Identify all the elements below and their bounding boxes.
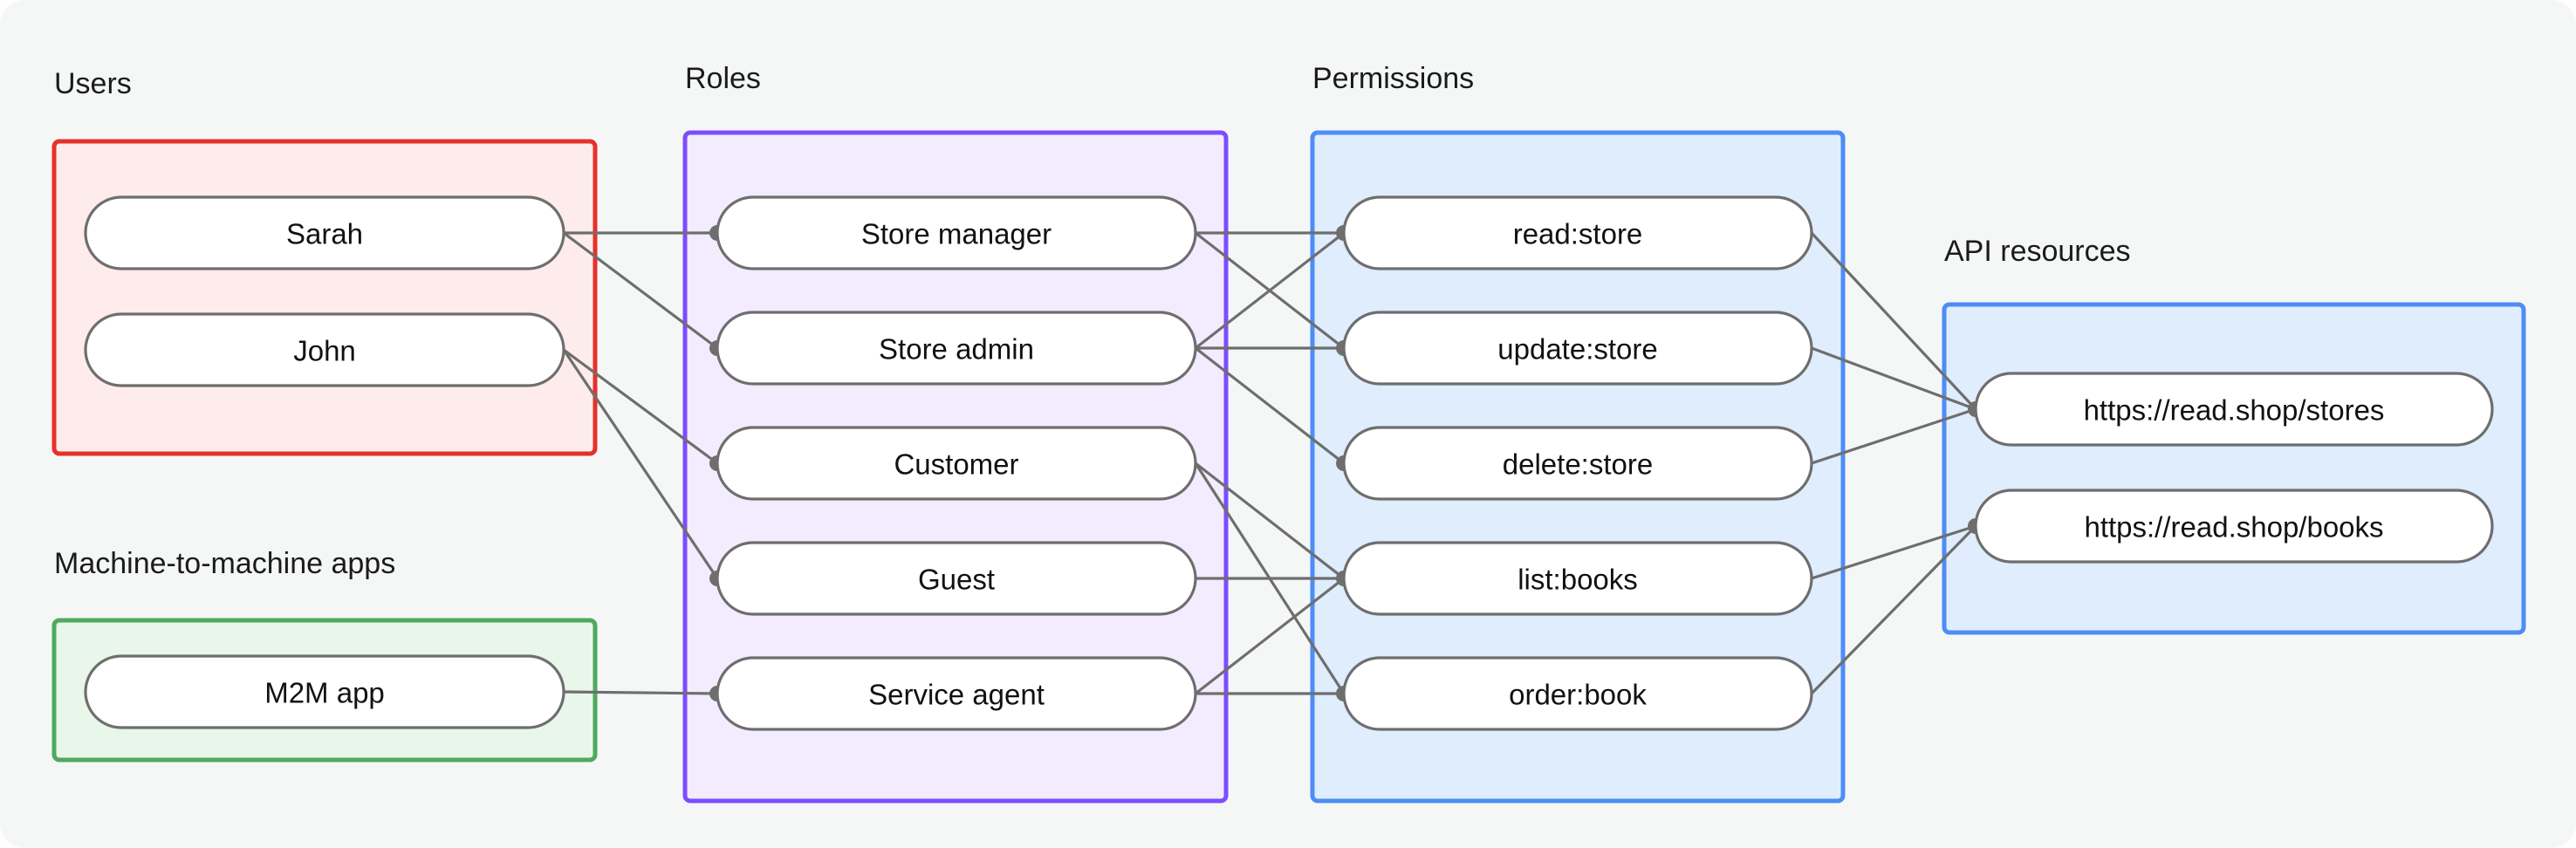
node-delete_store[interactable] — [1342, 426, 1813, 501]
edge-customer-to-list_books — [1194, 462, 1346, 580]
group-title-permissions: Permissions — [1312, 62, 1474, 95]
node-list_books[interactable] — [1342, 541, 1813, 616]
node-m2mapp[interactable] — [84, 654, 565, 729]
node-label-res_books: https://read.shop/books — [2084, 511, 2383, 544]
edge-john-to-guest — [562, 348, 719, 580]
edge-store_admin-to-read_store — [1194, 231, 1346, 350]
node-store_manager[interactable] — [716, 195, 1197, 270]
node-store_admin[interactable] — [716, 311, 1197, 386]
group-title-roles: Roles — [685, 62, 761, 95]
node-label-sarah: Sarah — [286, 218, 363, 250]
edge-m2mapp-to-service_agent — [562, 690, 719, 695]
node-label-guest: Guest — [918, 564, 995, 596]
group-title-m2m: Machine-to-machine apps — [54, 547, 395, 580]
node-label-store_manager: Store manager — [861, 218, 1052, 250]
node-label-john: John — [293, 335, 356, 367]
node-service_agent[interactable] — [716, 656, 1197, 731]
edge-service_agent-to-list_books — [1194, 577, 1346, 695]
group-container-api_resources — [1942, 302, 2526, 635]
group-title-users: Users — [54, 67, 132, 100]
node-label-delete_store: delete:store — [1503, 448, 1653, 481]
node-label-m2mapp: M2M app — [264, 677, 385, 709]
node-label-read_store: read:store — [1513, 218, 1643, 250]
node-label-update_store: update:store — [1497, 333, 1657, 366]
node-res_books[interactable] — [1974, 489, 2494, 564]
node-label-order_book: order:book — [1509, 679, 1647, 711]
node-update_store[interactable] — [1342, 311, 1813, 386]
edge-john-to-customer — [562, 348, 719, 465]
node-guest[interactable] — [716, 541, 1197, 616]
edge-read_store-to-res_stores — [1810, 231, 1977, 411]
edge-layer — [562, 225, 1983, 701]
node-label-res_stores: https://read.shop/stores — [2084, 394, 2385, 427]
node-label-store_admin: Store admin — [879, 333, 1034, 366]
edge-sarah-to-store_admin — [562, 231, 719, 350]
edge-delete_store-to-res_stores — [1810, 407, 1977, 465]
edge-list_books-to-res_books — [1810, 524, 1977, 580]
edge-store_admin-to-delete_store — [1194, 346, 1346, 465]
edge-order_book-to-res_books — [1810, 524, 1977, 695]
node-label-service_agent: Service agent — [868, 679, 1045, 711]
node-read_store[interactable] — [1342, 195, 1813, 270]
node-label-list_books: list:books — [1518, 564, 1638, 596]
node-order_book[interactable] — [1342, 656, 1813, 731]
group-title-api_resources: API resources — [1944, 235, 2131, 268]
node-sarah[interactable] — [84, 195, 565, 270]
node-john[interactable] — [84, 312, 565, 387]
node-label-customer: Customer — [894, 448, 1018, 481]
node-res_stores[interactable] — [1974, 372, 2494, 447]
node-customer[interactable] — [716, 426, 1197, 501]
group-container-users — [51, 139, 598, 456]
edge-update_store-to-res_stores — [1810, 346, 1977, 411]
